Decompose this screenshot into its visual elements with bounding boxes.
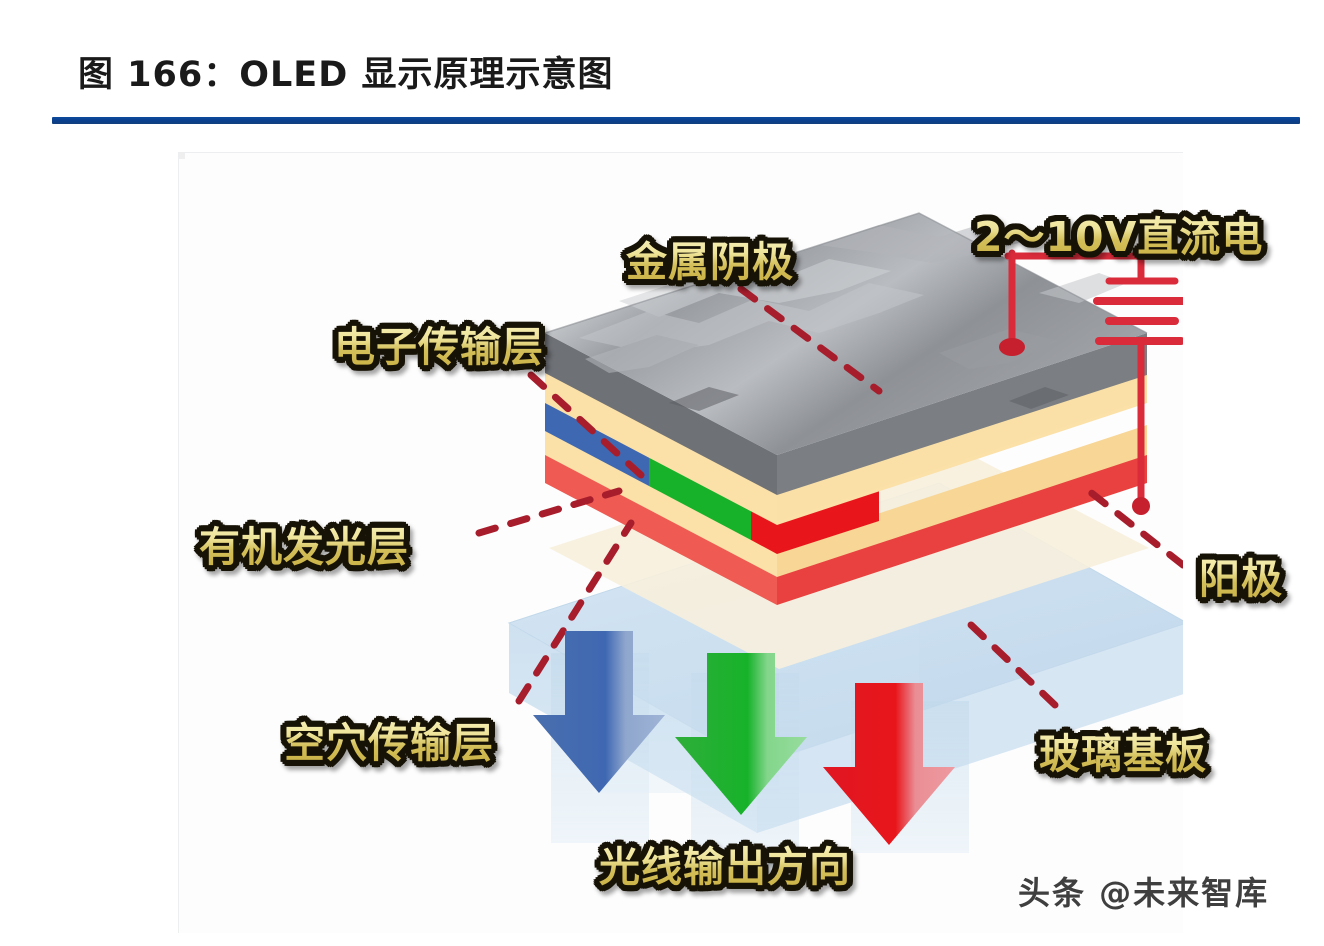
label-hole-transport-layer: 空穴传输层 <box>284 709 494 769</box>
page-title: 图 166：OLED 显示原理示意图 <box>78 55 614 95</box>
light-output-arrows <box>533 631 955 845</box>
red-light-arrow <box>823 683 955 845</box>
device-stack <box>544 212 1149 669</box>
title-divider <box>52 117 1300 124</box>
figure-header: 图 166：OLED 显示原理示意图 <box>0 0 1324 130</box>
green-light-arrow <box>675 653 807 815</box>
leader-lines <box>475 285 1183 709</box>
leader-anode <box>1085 487 1183 569</box>
leader-electron-transport <box>527 371 645 479</box>
power-circuit <box>999 249 1183 515</box>
leader-glass-substrate <box>965 619 1059 709</box>
cathode-texture <box>579 223 1127 411</box>
leader-hole-transport <box>515 519 635 705</box>
label-voltage-source: 2～10V直流电 <box>974 203 1263 263</box>
source-watermark: 头条 @未来智库 <box>1018 874 1270 912</box>
label-anode: 阳极 <box>1199 545 1283 605</box>
label-light-output-direction: 光线输出方向 <box>599 833 851 893</box>
oled-layer-stack-illustration <box>475 212 1183 873</box>
leader-metal-cathode <box>737 285 883 395</box>
leader-organic-emissive <box>475 487 623 537</box>
oled-diagram: 金属阴极 电子传输层 有机发光层 空穴传输层 2～10V直流电 阳极 玻璃基板 … <box>178 152 1282 933</box>
label-metal-cathode: 金属阴极 <box>626 228 794 288</box>
label-electron-transport-layer: 电子传输层 <box>334 313 544 373</box>
label-glass-substrate: 玻璃基板 <box>1039 720 1207 780</box>
blue-light-arrow <box>533 631 665 793</box>
label-organic-emissive-layer: 有机发光层 <box>199 513 409 573</box>
